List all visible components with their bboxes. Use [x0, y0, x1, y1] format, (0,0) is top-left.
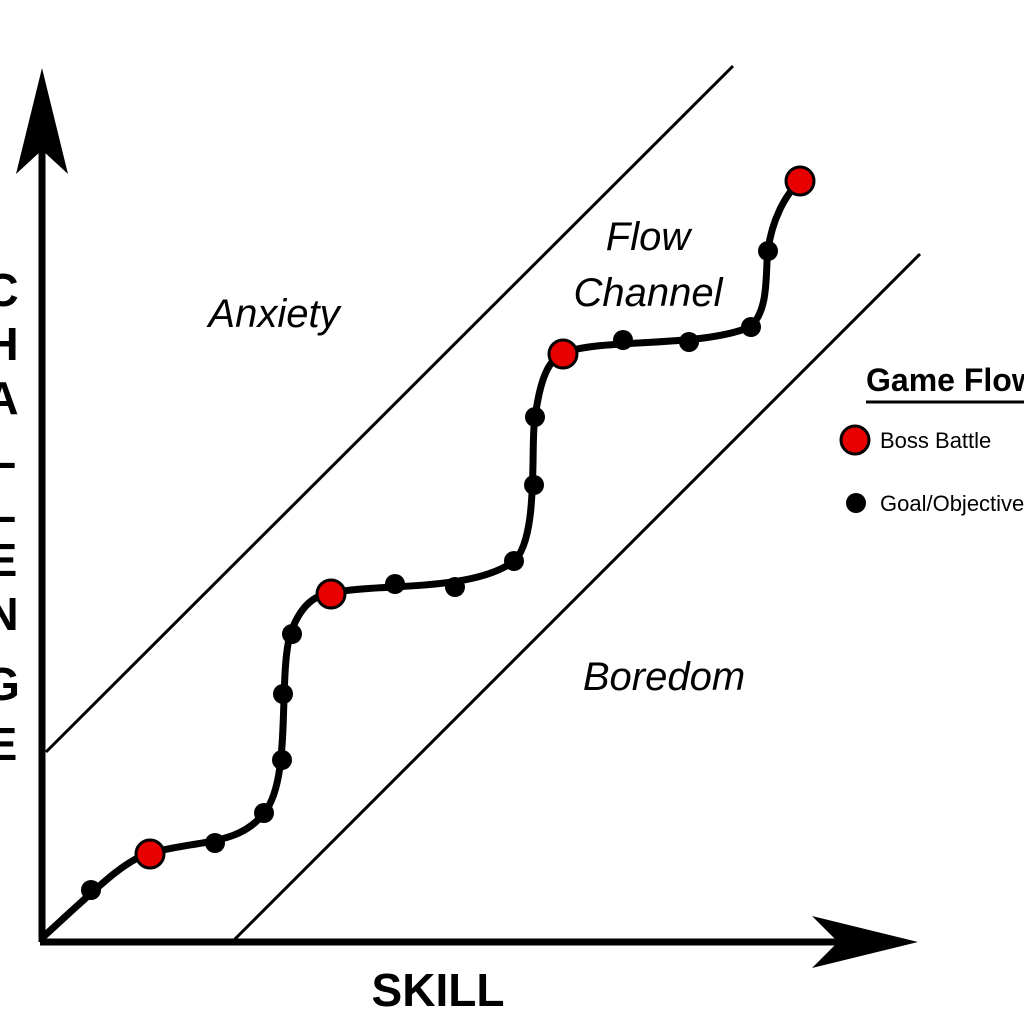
goal-dot: [613, 330, 633, 350]
anxiety-label: Anxiety: [206, 292, 342, 336]
goal-legend-label: Goal/Objective: [880, 491, 1024, 516]
boredom-boundary-line: [232, 252, 922, 942]
goal-dot: [273, 684, 293, 704]
boss-marker: [134, 838, 166, 870]
goal-dot: [385, 574, 405, 594]
goal-dot: [758, 241, 778, 261]
legend-title: Game Flow: [866, 362, 1024, 398]
y-axis-letter: G: [0, 658, 20, 710]
boss-legend-icon: [839, 424, 871, 456]
goal-dot: [81, 880, 101, 900]
flow-label-line2: Channel: [573, 271, 723, 315]
boss-legend-label: Boss Battle: [880, 428, 991, 453]
goal-dot: [504, 551, 524, 571]
y-axis-letter: E: [0, 534, 17, 586]
y-axis-letter: A: [0, 372, 19, 424]
boss-markers: [134, 165, 816, 870]
goal-dot: [524, 475, 544, 495]
boss-marker: [547, 338, 579, 370]
goal-dot: [282, 624, 302, 644]
y-axis-letter: N: [0, 588, 19, 640]
goal-dot: [445, 577, 465, 597]
y-axis-letter: C: [0, 264, 19, 316]
y-axis-letter: E: [0, 718, 17, 770]
goal-dot: [525, 407, 545, 427]
x-axis-label: SKILL: [372, 964, 505, 1016]
legend: Game Flow Boss Battle Goal/Objective: [839, 362, 1024, 516]
goal-dot: [272, 750, 292, 770]
y-axis-label: C H A L L E N G E: [0, 264, 20, 770]
goal-dot: [205, 833, 225, 853]
y-axis-letter: H: [0, 318, 19, 370]
goal-dot: [254, 803, 274, 823]
goal-dots: [81, 241, 778, 900]
goal-legend-icon: [846, 493, 866, 513]
flow-label-line1: Flow: [606, 215, 694, 259]
y-axis-letter: L: [0, 426, 16, 478]
goal-dot: [679, 332, 699, 352]
y-axis-letter: L: [0, 480, 16, 532]
goal-dot: [741, 317, 761, 337]
x-axis-arrow-icon: [812, 916, 918, 968]
boredom-label: Boredom: [583, 655, 745, 699]
boss-marker: [784, 165, 816, 197]
anxiety-boundary-line: [44, 64, 735, 754]
y-axis-arrow-icon: [16, 68, 68, 174]
boss-marker: [315, 578, 347, 610]
